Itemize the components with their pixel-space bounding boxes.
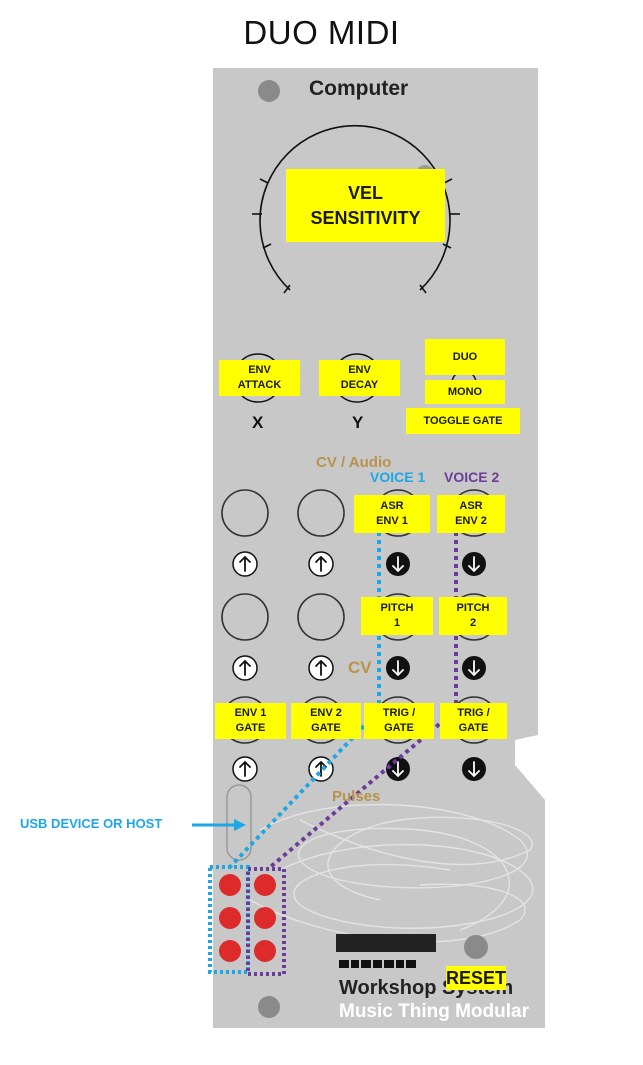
pulses-label: Pulses bbox=[332, 788, 381, 805]
scribble-art bbox=[249, 803, 534, 943]
env-decay-label: ENV DECAY bbox=[319, 360, 400, 396]
reset-button-knob bbox=[464, 935, 488, 959]
voice2-label: VOICE 2 bbox=[444, 469, 500, 485]
led-matrix bbox=[219, 874, 276, 962]
trig-gate1-label: TRIG / GATE bbox=[364, 703, 434, 739]
env-attack-label: ENV ATTACK bbox=[219, 360, 300, 396]
jack-in-2 bbox=[297, 489, 345, 537]
asr-env2-label: ASR ENV 2 bbox=[437, 495, 505, 533]
vel-sensitivity-label: VEL SENSITIVITY bbox=[286, 169, 445, 242]
mount-hole-top bbox=[258, 80, 280, 102]
toggle-gate-label: TOGGLE GATE bbox=[406, 408, 520, 434]
x-label: X bbox=[252, 413, 264, 432]
pitch1-label: PITCH 1 bbox=[361, 597, 433, 635]
cv-label: CV bbox=[348, 658, 372, 677]
jack-in-1 bbox=[221, 489, 269, 537]
page-title: DUO MIDI bbox=[243, 14, 400, 51]
jack-in-3 bbox=[221, 593, 269, 641]
pitch2-label: PITCH 2 bbox=[439, 597, 507, 635]
display-bar bbox=[336, 934, 436, 952]
module-name: Computer bbox=[309, 77, 409, 100]
jack-in-4 bbox=[297, 593, 345, 641]
mono-label: MONO bbox=[425, 380, 505, 404]
main-knob bbox=[252, 124, 460, 294]
mount-hole-bottom bbox=[258, 996, 280, 1018]
input-arrow-icons bbox=[232, 551, 334, 782]
voice1-label: VOICE 1 bbox=[370, 469, 426, 485]
trig-gate2-label: TRIG / GATE bbox=[440, 703, 507, 739]
y-label: Y bbox=[352, 413, 364, 432]
duo-label: DUO bbox=[425, 339, 505, 375]
asr-env1-label: ASR ENV 1 bbox=[354, 495, 430, 533]
voice2-led-box bbox=[246, 867, 286, 976]
reset-label[interactable]: RESET bbox=[446, 966, 506, 990]
usb-port bbox=[226, 784, 252, 861]
brand-mtm: Music Thing Modular bbox=[339, 1001, 529, 1022]
env1-gate-label: ENV 1 GATE bbox=[215, 703, 286, 739]
usb-label: USB DEVICE OR HOST bbox=[20, 816, 163, 831]
cv-audio-label: CV / Audio bbox=[316, 454, 392, 471]
env2-gate-label: ENV 2 GATE bbox=[291, 703, 361, 739]
